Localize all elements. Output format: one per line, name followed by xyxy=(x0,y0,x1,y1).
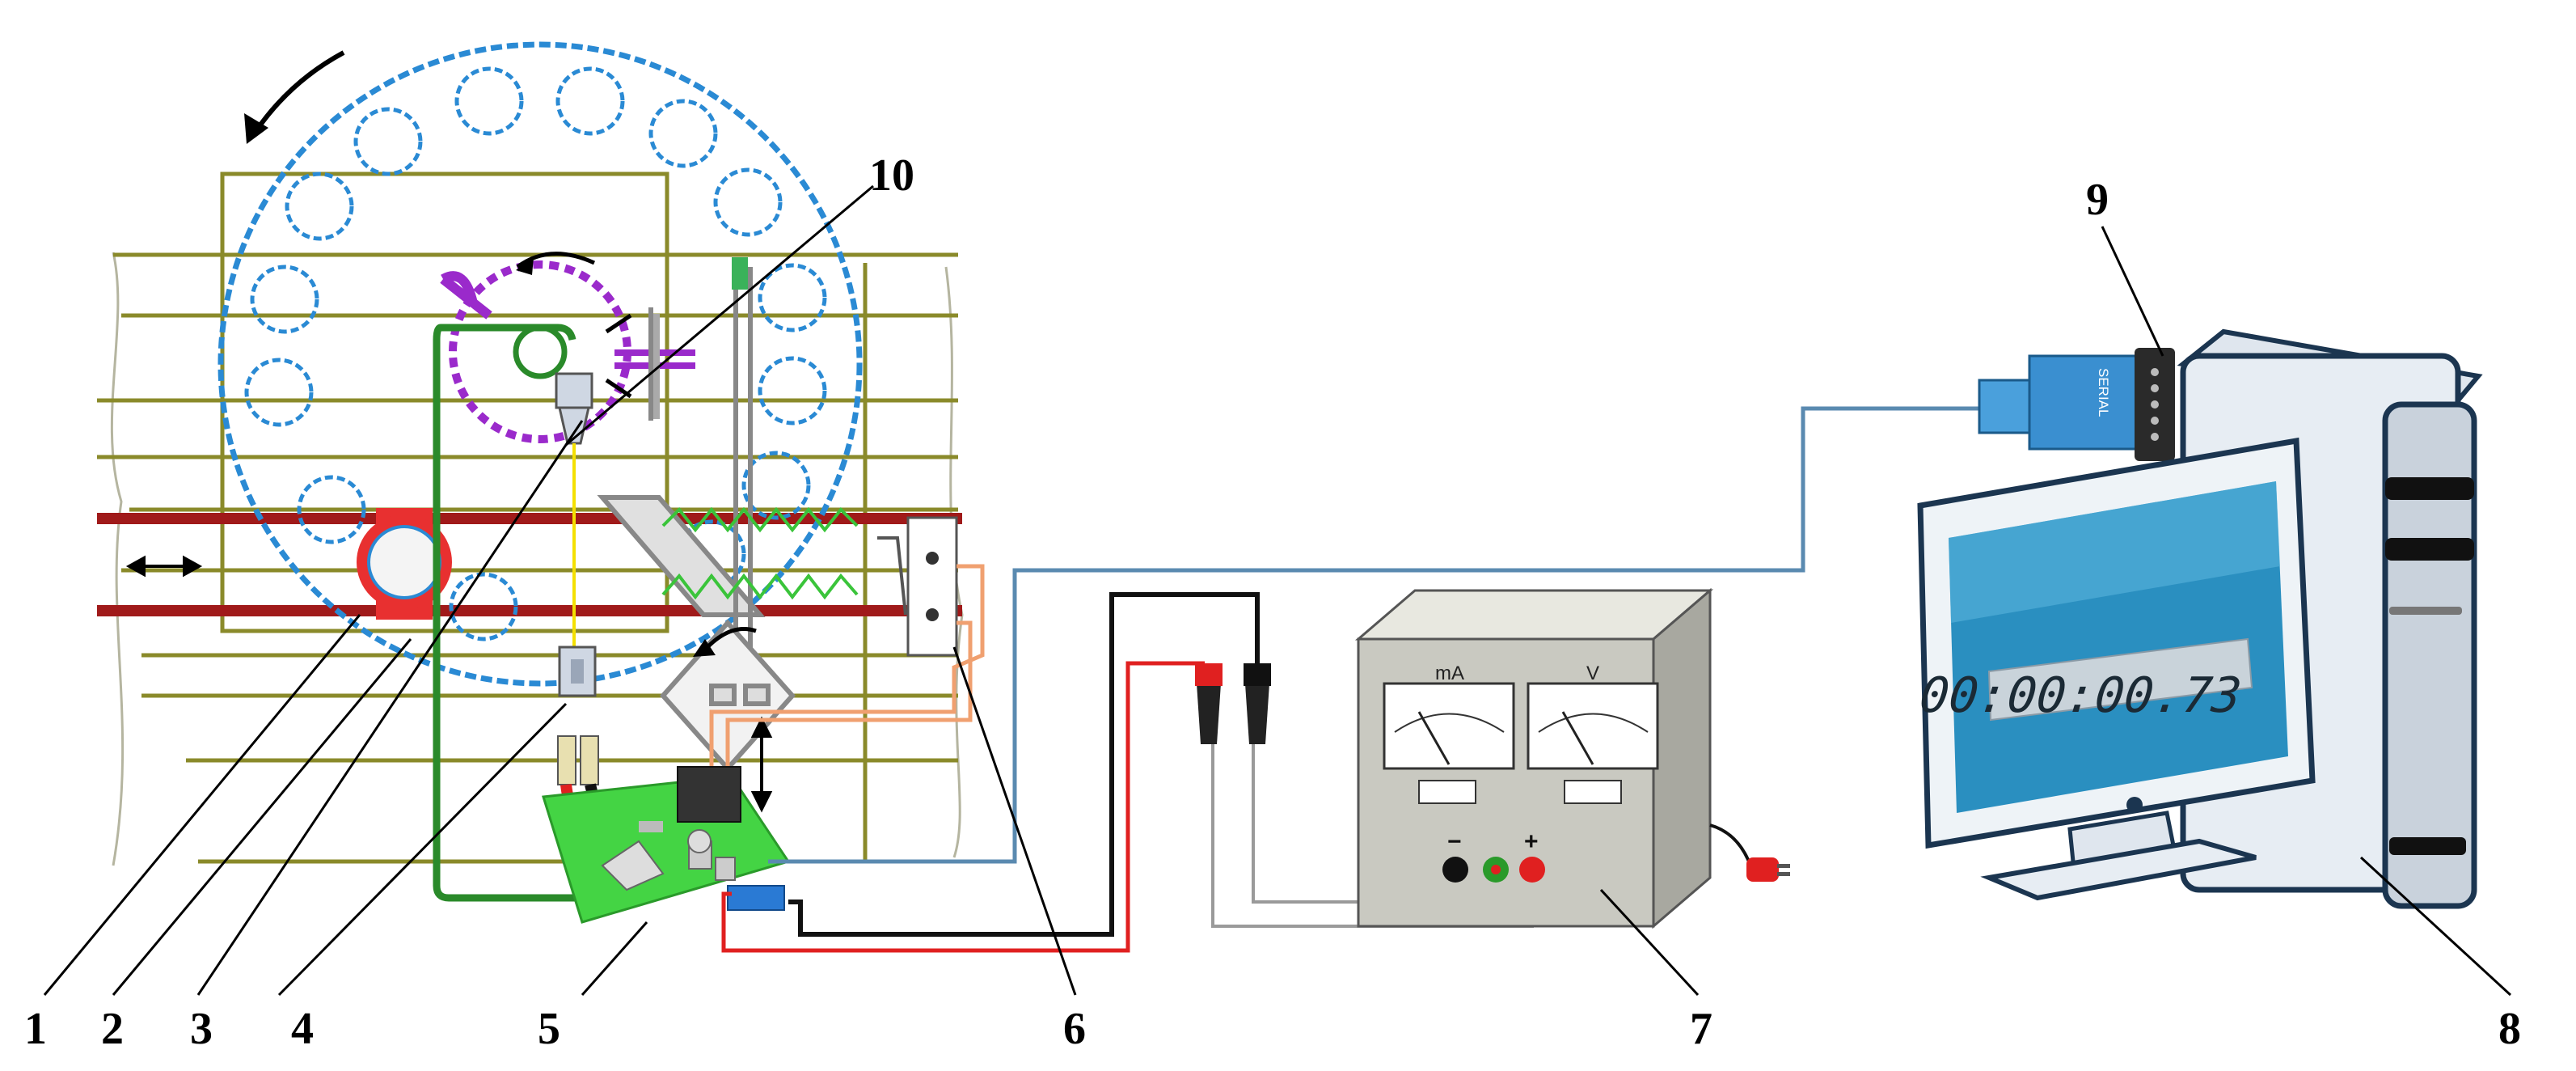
power-supply: mA V − + xyxy=(1354,587,1790,929)
serial-cable xyxy=(768,406,1981,864)
adapter-label: SERIAL xyxy=(2096,368,2111,417)
callout-7: 7 xyxy=(1690,1004,1712,1054)
leader-lines xyxy=(43,184,2512,997)
cam-mechanism xyxy=(440,252,695,443)
callout-8: 8 xyxy=(2498,1004,2521,1054)
meter-right-unit: V xyxy=(1586,662,1599,684)
callout-labels: 1 2 3 4 5 6 7 8 9 10 xyxy=(24,150,2521,1054)
milliammeter: mA xyxy=(1383,662,1515,804)
mains-plug-icon xyxy=(1746,857,1790,882)
terminals: − + xyxy=(1442,828,1545,883)
callout-2: 2 xyxy=(101,1004,124,1054)
callout-4: 4 xyxy=(291,1004,314,1054)
turntable xyxy=(217,41,863,687)
guide-rails xyxy=(97,513,962,616)
limit-switch xyxy=(877,516,958,657)
callout-6: 6 xyxy=(1063,1004,1086,1054)
black-lead xyxy=(788,592,1260,937)
alligator-clips xyxy=(1195,663,1271,744)
terminal-minus-symbol: − xyxy=(1447,828,1462,855)
callout-1: 1 xyxy=(24,1004,47,1054)
machine-frame xyxy=(97,171,964,866)
usb-serial-adapter: SERIAL xyxy=(1978,348,2175,461)
red-lead xyxy=(721,661,1205,953)
timer-display: 00:00:00.73 xyxy=(1917,667,2244,724)
callout-9: 9 xyxy=(2086,175,2109,225)
terminal-plus-symbol: + xyxy=(1524,828,1539,855)
voltmeter: V xyxy=(1527,662,1659,804)
vertical-motion-arrow-icon xyxy=(750,716,773,813)
red-clamp xyxy=(357,508,452,620)
upper-sensor xyxy=(555,372,593,647)
circuit-board xyxy=(542,766,791,924)
horizontal-motion-arrow-icon xyxy=(125,555,203,578)
callout-10: 10 xyxy=(869,150,914,201)
callout-5: 5 xyxy=(538,1004,560,1054)
springs xyxy=(661,506,859,600)
computer-monitor: 00:00:00.73 xyxy=(1917,437,2316,901)
callout-3: 3 xyxy=(190,1004,213,1054)
orange-wires xyxy=(709,564,985,777)
meter-left-unit: mA xyxy=(1435,662,1464,684)
